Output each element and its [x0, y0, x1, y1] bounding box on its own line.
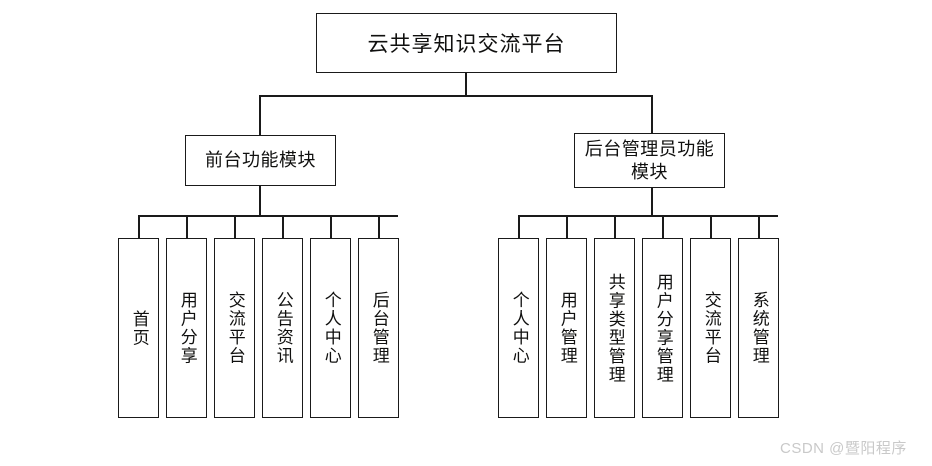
watermark-label: CSDN @暨阳程序	[780, 440, 907, 457]
node-leaf-0-3: 公告资讯	[262, 238, 303, 418]
node-root: 云共享知识交流平台	[316, 13, 617, 73]
node-root-label: 云共享知识交流平台	[367, 32, 566, 56]
connector-to-branch-0	[259, 95, 261, 135]
node-leaf-0-0-label: 首页	[129, 309, 149, 347]
connector-branch-0-drop-4	[330, 215, 332, 238]
node-leaf-1-1-label: 用户管理	[557, 291, 577, 365]
connector-root-trunk	[465, 72, 467, 97]
node-leaf-0-5-label: 后台管理	[369, 291, 389, 365]
connector-branch-0-drop-0	[138, 215, 140, 238]
connector-branch-1-stem	[651, 188, 653, 216]
node-leaf-1-3-label: 用户分享管理	[653, 272, 673, 384]
node-branch-0-label: 前台功能模块	[205, 150, 316, 171]
node-leaf-0-1-label: 用户分享	[177, 291, 197, 365]
connector-level1-bus	[259, 95, 653, 97]
node-leaf-1-2-label: 共享类型管理	[605, 272, 625, 384]
node-branch-1: 后台管理员功能模块	[574, 133, 725, 188]
connector-branch-1-drop-0	[518, 215, 520, 238]
node-leaf-0-4-label: 个人中心	[321, 291, 341, 365]
connector-branch-0-bus	[138, 215, 398, 217]
connector-branch-1-drop-4	[710, 215, 712, 238]
node-leaf-0-5: 后台管理	[358, 238, 399, 418]
connector-branch-0-stem	[259, 186, 261, 216]
node-leaf-0-2: 交流平台	[214, 238, 255, 418]
node-leaf-1-2: 共享类型管理	[594, 238, 635, 418]
node-leaf-0-2-label: 交流平台	[225, 291, 245, 365]
node-leaf-0-4: 个人中心	[310, 238, 351, 418]
node-leaf-1-4: 交流平台	[690, 238, 731, 418]
node-leaf-1-1: 用户管理	[546, 238, 587, 418]
node-leaf-1-5-label: 系统管理	[749, 291, 769, 365]
connector-branch-0-drop-1	[186, 215, 188, 238]
node-branch-1-label: 后台管理员功能模块	[584, 139, 715, 182]
node-leaf-0-1: 用户分享	[166, 238, 207, 418]
node-branch-0: 前台功能模块	[185, 135, 336, 186]
connector-branch-0-drop-5	[378, 215, 380, 238]
node-leaf-1-0: 个人中心	[498, 238, 539, 418]
connector-branch-0-drop-2	[234, 215, 236, 238]
node-leaf-0-3-label: 公告资讯	[273, 291, 293, 365]
connector-branch-1-drop-2	[614, 215, 616, 238]
node-leaf-1-3: 用户分享管理	[642, 238, 683, 418]
node-leaf-0-0: 首页	[118, 238, 159, 418]
node-leaf-1-4-label: 交流平台	[701, 291, 721, 365]
node-leaf-1-0-label: 个人中心	[509, 291, 529, 365]
connector-to-branch-1	[651, 95, 653, 133]
connector-branch-0-drop-3	[282, 215, 284, 238]
connector-branch-1-drop-1	[566, 215, 568, 238]
connector-branch-1-bus	[518, 215, 778, 217]
connector-branch-1-drop-5	[758, 215, 760, 238]
connector-branch-1-drop-3	[662, 215, 664, 238]
node-leaf-1-5: 系统管理	[738, 238, 779, 418]
